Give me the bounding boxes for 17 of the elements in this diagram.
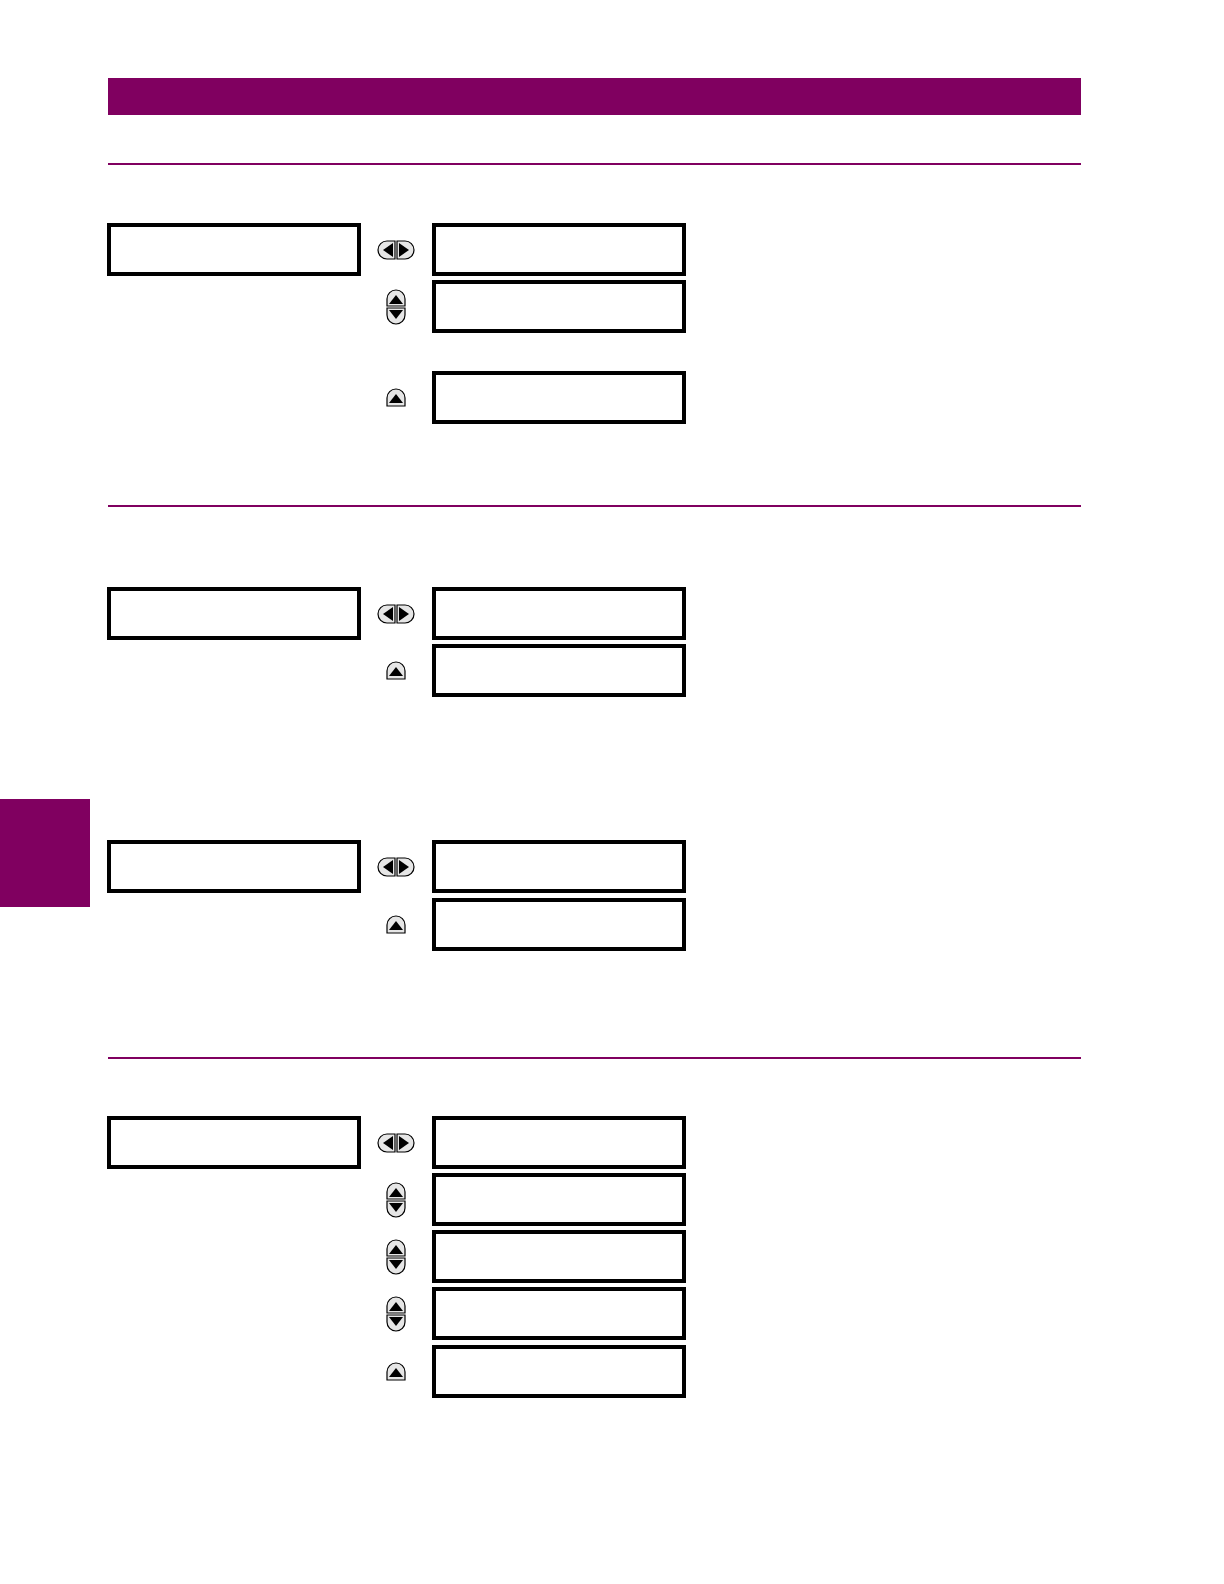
display-box (432, 1230, 686, 1283)
display-box (432, 223, 686, 276)
display-box (107, 587, 361, 640)
display-box (107, 223, 361, 276)
display-box (432, 587, 686, 640)
display-box (432, 644, 686, 697)
display-box (432, 1173, 686, 1226)
display-box (432, 898, 686, 951)
display-box (432, 1287, 686, 1340)
display-box (107, 840, 361, 893)
display-box (107, 1116, 361, 1169)
display-box (432, 1345, 686, 1398)
display-box (432, 1116, 686, 1169)
display-box (432, 371, 686, 424)
display-box (432, 280, 686, 333)
display-box (432, 840, 686, 893)
side-tab (0, 799, 90, 907)
